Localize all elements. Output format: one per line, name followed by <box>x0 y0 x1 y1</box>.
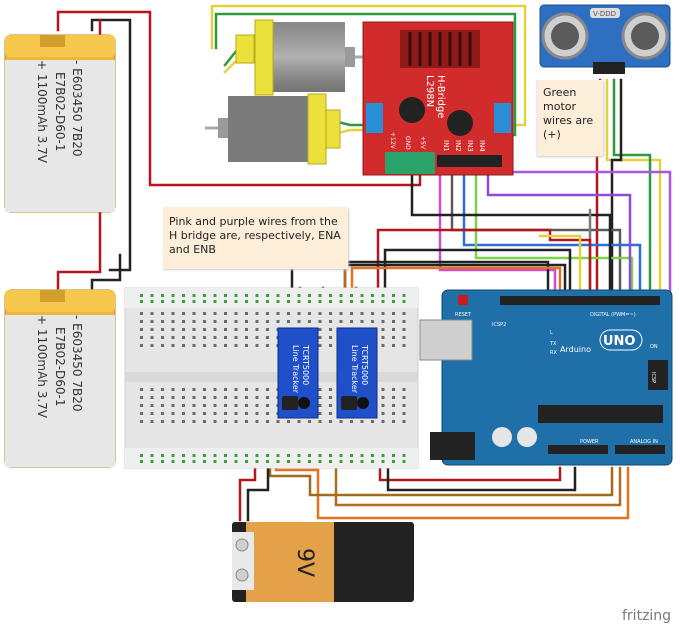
sensor-left-sub: Line Tracker <box>291 345 300 394</box>
hbridge-model: L298N <box>424 75 435 107</box>
note-pink-purple: Pink and purple wires from the H bridge … <box>163 207 348 269</box>
battery-bottom-line2: E7B02-D60-1 <box>53 327 67 407</box>
hbridge-pin-5v: +5V <box>419 136 426 150</box>
battery-top-line2: E7B02-D60-1 <box>53 72 67 152</box>
battery-top <box>4 34 116 213</box>
arduino-digital-label: DIGITAL (PWM=~) <box>590 312 636 318</box>
hbridge-pin-in4: IN4 <box>478 140 486 152</box>
arduino-maker: Arduino <box>560 345 591 354</box>
arduino-tx-label: TX <box>549 341 557 347</box>
arduino-analog-label: ANALOG IN <box>630 439 658 445</box>
arduino-on-label: ON <box>650 344 658 350</box>
battery-bottom-line3: + 1100mAh 3.7V <box>35 315 49 419</box>
line-sensor-right <box>336 327 378 419</box>
sensor-right-sub: Line Tracker <box>350 345 359 394</box>
battery-bottom-line1: - E603450 7B20 <box>70 315 84 412</box>
h-bridge <box>362 21 514 176</box>
hbridge-pin-in2: IN2 <box>454 140 462 152</box>
arduino-icsp2-label: ICSP2 <box>492 322 506 328</box>
sensor-right-name: TCRT5000 <box>360 344 369 385</box>
ultrasonic-sensor <box>539 4 671 74</box>
arduino-rx-label: RX <box>550 350 557 356</box>
battery-9v <box>232 522 414 602</box>
note-green-wires: Green motor wires are (+) <box>536 80 603 156</box>
motor-bottom <box>205 93 341 165</box>
hbridge-pin-gnd: GND <box>404 136 411 150</box>
arduino-power-label: POWER <box>580 439 599 445</box>
ultrasonic-label: V-DDD <box>593 10 616 18</box>
motor-top <box>235 19 370 96</box>
battery-top-line1: - E603450 7B20 <box>70 60 84 157</box>
note-green-wires-text: Green motor wires are (+) <box>543 86 594 141</box>
arduino-reset-label: RESET <box>455 312 472 318</box>
hbridge-pin-in3: IN3 <box>466 140 474 152</box>
hbridge-name: H-Bridge <box>435 75 446 118</box>
arduino-icsp-label: ICSP <box>650 372 656 383</box>
hbridge-pin-in1: IN1 <box>442 140 450 152</box>
battery-top-line3: + 1100mAh 3.7V <box>35 60 49 164</box>
hbridge-pin-12v: +12V <box>389 132 396 150</box>
fritzing-logo: fritzing <box>622 608 672 624</box>
arduino-board <box>419 289 673 466</box>
battery-bottom <box>4 289 116 468</box>
note-pink-purple-text: Pink and purple wires from the H bridge … <box>169 215 341 256</box>
sensor-left-name: TCRT5000 <box>301 344 310 385</box>
line-sensor-left <box>277 327 319 419</box>
arduino-brand: UNO <box>603 334 636 349</box>
battery-9v-label: 9V <box>292 548 317 577</box>
arduino-l-label: L <box>550 330 553 336</box>
